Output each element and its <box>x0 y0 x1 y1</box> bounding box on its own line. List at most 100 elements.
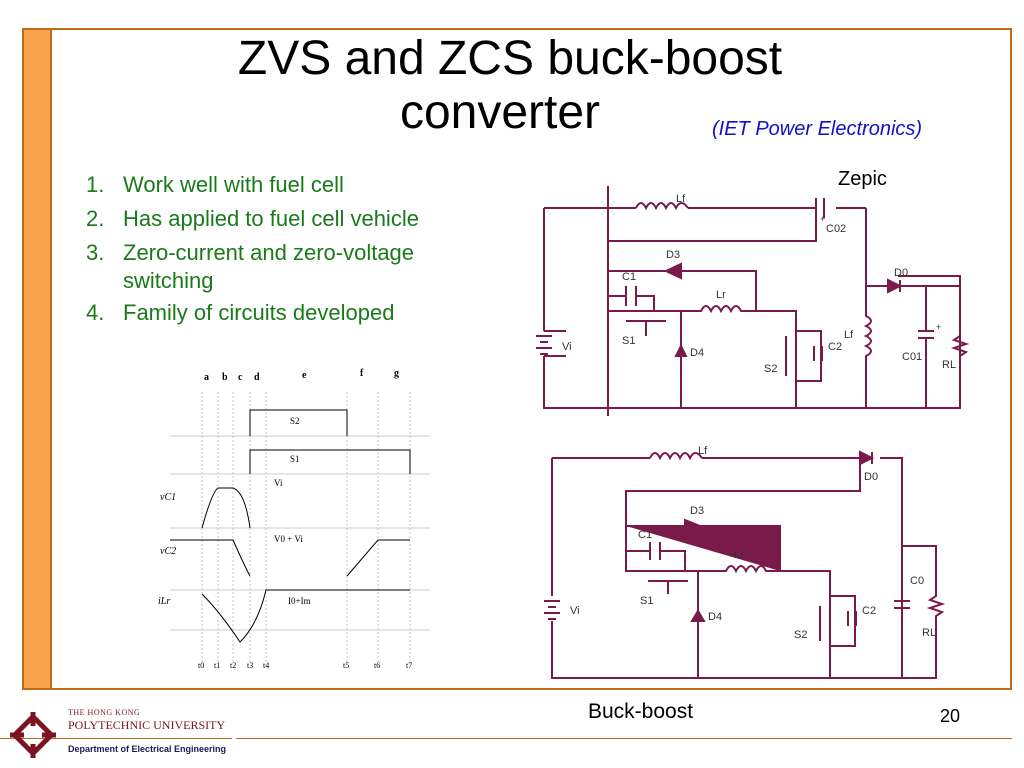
switch-s2 <box>819 595 857 678</box>
label-s2: S2 <box>290 416 300 426</box>
label-d0: D0 <box>864 471 878 483</box>
svg-text:f: f <box>360 368 364 379</box>
capacitor-c02 <box>815 198 825 218</box>
svg-text:a: a <box>204 372 209 383</box>
s2-waveform <box>249 409 348 436</box>
diode-d0 <box>866 278 926 294</box>
slide-frame <box>22 28 1012 690</box>
label-s1: S1 <box>640 595 653 607</box>
slide-title: ZVS and ZCS buck-boost converter <box>150 32 870 140</box>
label-ilr: iLr <box>158 596 170 607</box>
university-name-line1: THE HONG KONG <box>68 708 141 717</box>
annotation-vi: Vi <box>274 478 283 488</box>
label-d3: D3 <box>666 249 680 261</box>
switch-s1 <box>640 570 695 594</box>
buck-boost-label: Buck-boost <box>588 700 694 723</box>
source-citation: (IET Power Electronics) <box>712 118 923 140</box>
wire <box>544 186 866 416</box>
bullet-number: 1. <box>86 172 105 197</box>
label-lr: Lr <box>734 549 744 561</box>
inductor-lr <box>695 565 831 601</box>
diode-d4 <box>674 311 688 408</box>
bullet-text: Zero-current and zero-voltage <box>123 240 415 265</box>
label-s2: S2 <box>764 363 777 375</box>
battery-vi <box>536 335 552 355</box>
annotation-i0im: I0+Im <box>288 596 311 606</box>
svg-text:b: b <box>222 372 228 383</box>
switch-s2 <box>785 330 823 408</box>
bullet-text: Has applied to fuel cell vehicle <box>123 206 419 231</box>
resistor-rl <box>926 285 970 357</box>
inductor-lf2 <box>863 208 872 408</box>
battery-vi <box>544 600 560 620</box>
inductor-lf <box>635 202 689 211</box>
diode-d3 <box>663 262 682 280</box>
svg-text:t0: t0 <box>198 661 204 670</box>
zepic-circuit-diagram: Lf + C02 D3 C1 S1 Lr D4 Vi S2 C2 Lf D0 +… <box>536 186 970 416</box>
svg-text:t1: t1 <box>214 661 220 670</box>
svg-text:g: g <box>394 368 399 379</box>
footer-divider <box>0 738 232 739</box>
diode-d4 <box>690 571 706 678</box>
bullet-number: 2. <box>86 206 105 231</box>
capacitor-c1 <box>608 286 655 311</box>
svg-text:c: c <box>238 372 243 383</box>
department-name: Department of Electrical Engineering <box>68 744 227 754</box>
label-s2: S2 <box>794 629 807 641</box>
bullet-item: 1. Work well with fuel cell <box>86 168 419 202</box>
university-name-line2: POLYTECHNIC UNIVERSITY <box>68 718 226 732</box>
svg-text:e: e <box>302 370 307 381</box>
bullet-list: 1. Work well with fuel cell 2. Has applied… <box>86 168 419 330</box>
switch-s1 <box>616 310 676 336</box>
svg-text:t6: t6 <box>374 661 380 670</box>
label-vi: Vi <box>562 341 572 353</box>
zepic-label: Zepic <box>838 168 887 190</box>
label-lf2: Lf <box>844 329 854 341</box>
label-c1: C1 <box>638 529 652 541</box>
bullet-number: 3. <box>86 240 105 265</box>
label-vc1: vC1 <box>160 492 176 503</box>
label-s1: S1 <box>622 335 635 347</box>
bullet-item: 3. Zero-current and zero-voltage <box>86 236 419 270</box>
label-lf: Lf <box>698 446 708 457</box>
label-c02: C02 <box>826 223 846 235</box>
s1-waveform <box>249 449 411 474</box>
label-d4: D4 <box>708 611 722 623</box>
svg-text:t7: t7 <box>406 661 412 670</box>
label-c1: C1 <box>622 271 636 283</box>
bullet-text: Family of circuits developed <box>123 300 395 325</box>
diode-d0 <box>859 450 875 466</box>
svg-text:+: + <box>820 214 825 224</box>
bullet-continuation: switching <box>123 268 214 293</box>
capacitor-c0-resistor-rl <box>894 545 946 679</box>
label-rl: RL <box>922 627 936 639</box>
label-c2: C2 <box>862 605 876 617</box>
label-vc2: vC2 <box>160 546 176 557</box>
label-d3: D3 <box>690 505 704 517</box>
label-c2: C2 <box>828 341 842 353</box>
orange-sidebar <box>22 28 52 690</box>
label-d0: D0 <box>894 267 908 279</box>
label-s1: S1 <box>290 454 300 464</box>
diode-d3 <box>626 518 781 571</box>
university-logo-icon <box>10 712 56 758</box>
label-lf: Lf <box>676 193 686 205</box>
label-lr: Lr <box>716 289 726 301</box>
capacitor-c1 <box>626 542 686 571</box>
inductor-lr <box>676 305 797 331</box>
label-c01: C01 <box>902 351 922 363</box>
bullet-text: Work well with fuel cell <box>123 172 344 197</box>
svg-text:t4: t4 <box>263 661 269 670</box>
buck-boost-circuit-diagram: Lf D0 D3 C1 S1 Lr D4 Vi S2 C2 C0 RL <box>544 446 946 679</box>
vc1-waveform <box>201 487 251 529</box>
svg-text:t3: t3 <box>247 661 253 670</box>
label-rl: RL <box>942 359 956 371</box>
page-number: 20 <box>940 706 961 726</box>
vc2-waveform <box>170 539 410 577</box>
annotation-v0vi: V0 + Vi <box>274 534 303 544</box>
footer-divider <box>236 738 1012 739</box>
bullet-item: 4.Family of circuits developed <box>86 296 419 330</box>
svg-text:d: d <box>254 372 260 383</box>
